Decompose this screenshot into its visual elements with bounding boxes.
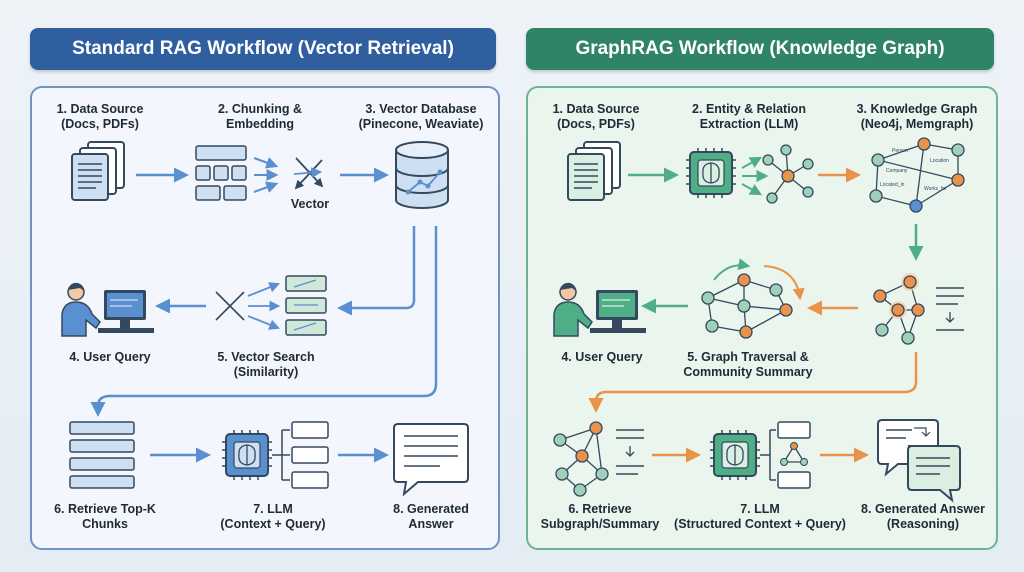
left-step-1-label: 1. Data Source(Docs, PDFs)	[56, 102, 144, 131]
right-step-8-label: 8. Generated Answer(Reasoning)	[861, 502, 985, 531]
kg-node-label: Located_in	[880, 182, 905, 188]
right-step-1-label: 1. Data Source(Docs, PDFs)	[552, 102, 640, 131]
left-step-4-label: 4. User Query	[69, 350, 151, 364]
kg-node-label: Location	[930, 158, 949, 164]
right-step-5-label: 5. Graph Traversal &Community Summary	[683, 350, 813, 379]
vector-search-icon	[215, 275, 327, 336]
vector-cross-icon	[293, 157, 324, 190]
right-step-7-label: 7. LLM(Structured Context + Query)	[674, 502, 846, 531]
left-chunks-icon	[195, 145, 247, 201]
right-chip-brain-icon	[710, 421, 811, 489]
subgraph-icon	[553, 421, 644, 497]
graphrag-title: GraphRAG Workflow (Knowledge Graph)	[526, 28, 994, 70]
graph-traversal-icon	[701, 258, 805, 339]
left-step-7-label: 7. LLM(Context + Query)	[220, 502, 326, 531]
right-documents-icon	[567, 141, 621, 201]
left-chat-bubble-icon	[393, 423, 469, 497]
stacked-chunks-icon	[69, 421, 135, 489]
kg-node-label: Person	[892, 148, 908, 154]
right-user-at-computer-icon	[553, 282, 646, 337]
highlighted-subgraph-icon	[873, 273, 964, 345]
right-step-4-label: 4. User Query	[561, 350, 643, 364]
left-documents-icon	[71, 141, 125, 201]
left-chip-brain-icon	[222, 421, 329, 489]
left-step-3-label: 3. Vector Database(Pinecone, Weaviate)	[358, 102, 484, 131]
left-step-2-label: 2. Chunking &Embedding	[217, 102, 303, 131]
left-user-at-computer-icon	[61, 282, 154, 337]
left-step-5-label: 5. Vector Search(Similarity)	[217, 350, 315, 379]
right-step-3-label: 3. Knowledge Graph(Neo4j, Memgraph)	[856, 102, 978, 131]
database-icon	[395, 141, 449, 209]
kg-node-label: Company	[886, 168, 908, 174]
kg-node-label: Works_for	[924, 186, 947, 192]
standard-rag-title: Standard RAG Workflow (Vector Retrieval)	[30, 28, 496, 70]
knowledge-graph-icon: Person Company Location Located_in Works…	[869, 137, 965, 213]
right-extraction-chip-icon	[686, 144, 814, 204]
right-chat-bubbles-icon	[877, 419, 961, 503]
vector-label: Vector	[290, 197, 330, 211]
